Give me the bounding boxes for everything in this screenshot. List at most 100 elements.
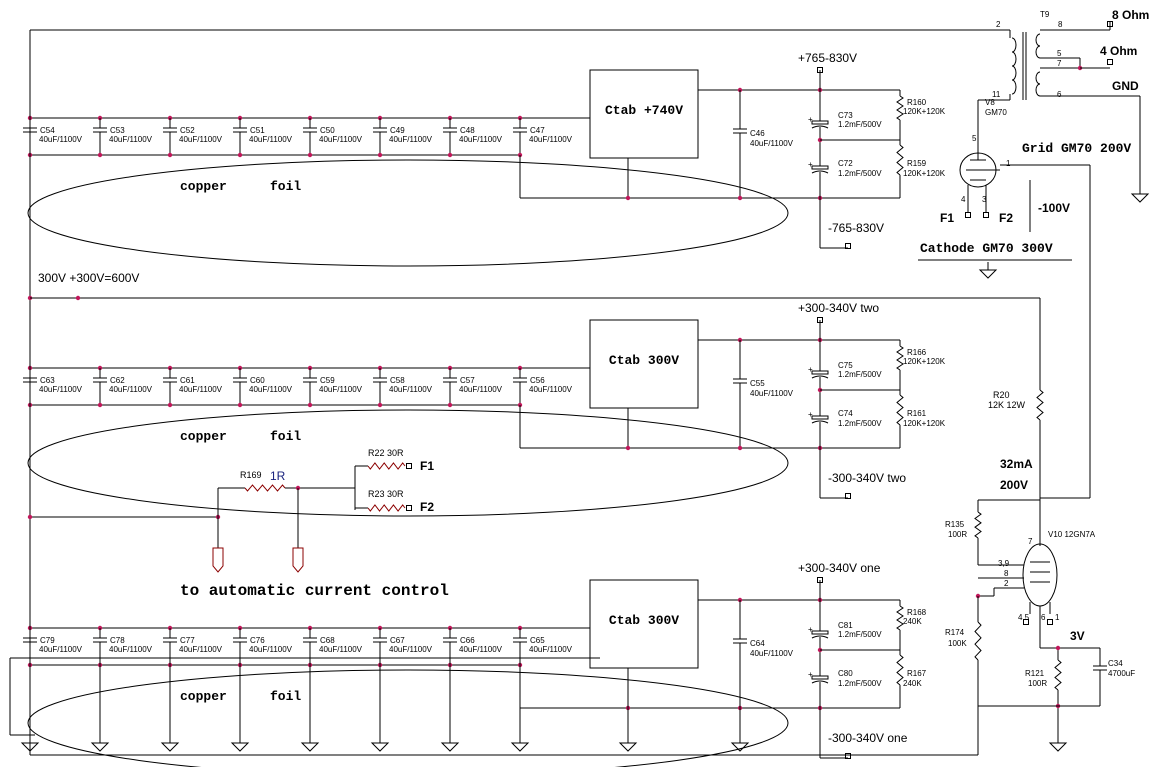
cap-value: 40uF/1100V	[179, 385, 223, 394]
r169-value: 1R	[270, 469, 286, 483]
resistor	[896, 654, 904, 686]
junction-dot	[97, 152, 103, 158]
r121-label: R121	[1025, 669, 1045, 678]
tube-pin: 4	[961, 195, 966, 204]
cap-value: 40uF/1100V	[179, 135, 223, 144]
junction-dot	[447, 402, 453, 408]
terminal	[983, 212, 989, 218]
resistor	[367, 462, 406, 470]
cap-name: C67	[390, 636, 405, 645]
res-value: 120K+120K	[903, 169, 946, 178]
resistor	[896, 95, 904, 121]
cap-value: 40uF/1100V	[750, 139, 794, 148]
cap-value: 40uF/1100V	[389, 645, 433, 654]
copper-foil-ellipse	[27, 409, 789, 517]
pin-label: 11	[992, 90, 1001, 99]
pin-label: 6	[1057, 90, 1062, 99]
acc-label: to automatic current control	[180, 582, 449, 600]
foil-label: copper	[180, 179, 227, 194]
pin-label: 2	[996, 20, 1001, 29]
copper-foil-ellipse	[27, 159, 789, 267]
ground-symbol	[730, 742, 750, 752]
cap-name: C57	[460, 376, 475, 385]
junction-dot	[377, 152, 383, 158]
elec-plate	[811, 420, 829, 424]
r135-value: 100R	[948, 530, 967, 539]
terminal	[817, 67, 823, 73]
cap-value: 40uF/1100V	[459, 645, 503, 654]
cap-value: 40uF/1100V	[319, 135, 363, 144]
cap-value: 40uF/1100V	[39, 385, 83, 394]
cathode-label: Cathode GM70 300V	[920, 241, 1053, 256]
plus-sign: +	[808, 410, 813, 419]
resistor	[367, 504, 406, 512]
ctab-box	[589, 319, 699, 409]
cap-name: C53	[110, 126, 125, 135]
ctab-box	[589, 579, 699, 669]
ctab-label: Ctab 300V	[609, 353, 679, 368]
junction-dot	[97, 402, 103, 408]
transformer-winding	[1011, 65, 1017, 81]
terminal	[406, 463, 412, 469]
cap-name: C76	[250, 636, 265, 645]
foil-label: copper	[180, 429, 227, 444]
ground-symbol	[160, 742, 180, 752]
cap-value: 1.2mF/500V	[838, 679, 882, 688]
tap-4ohm: 4 Ohm	[1100, 44, 1137, 58]
cap-value: 40uF/1100V	[529, 645, 573, 654]
cap-name: C60	[250, 376, 265, 385]
resistor	[1036, 389, 1044, 421]
tap-gnd: GND	[1112, 79, 1139, 93]
v10-pin: 6	[1041, 613, 1046, 622]
v3-label: 3V	[1070, 629, 1085, 643]
junction-dot	[167, 402, 173, 408]
transformer-label: T9	[1040, 10, 1050, 19]
ground-symbol	[510, 742, 530, 752]
tube-f2: F2	[999, 211, 1013, 225]
tube-pin: 1	[1006, 159, 1011, 168]
elec-plate	[811, 680, 829, 684]
cap-value: 40uF/1100V	[109, 645, 153, 654]
cap-value: 1.2mF/500V	[838, 630, 882, 639]
elec-plate	[811, 125, 829, 129]
supply-label: 300V +300V=600V	[38, 271, 139, 285]
junction-dot	[167, 152, 173, 158]
terminal	[817, 317, 823, 323]
foil-label: foil	[270, 179, 301, 194]
copper-foil-ellipse	[27, 669, 789, 767]
res-value: 120K+120K	[903, 107, 946, 116]
elec-plate	[811, 370, 829, 375]
terminal	[1107, 59, 1113, 65]
junction-dot	[307, 152, 313, 158]
junction-dot	[307, 402, 313, 408]
cap-value: 40uF/1100V	[249, 135, 293, 144]
r22-label: R22 30R	[368, 448, 404, 458]
cap-value: 40uF/1100V	[529, 385, 573, 394]
junction-dot	[625, 445, 631, 451]
plus-sign: +	[808, 365, 813, 374]
res-value: 120K+120K	[903, 357, 946, 366]
terminal	[817, 577, 823, 583]
cap-name: C50	[320, 126, 335, 135]
cap-name: C66	[460, 636, 475, 645]
ground-symbol	[230, 742, 250, 752]
terminal	[845, 243, 851, 249]
ground-symbol	[618, 742, 638, 752]
resistor	[896, 345, 904, 371]
junction-dot	[1055, 645, 1061, 651]
terminal	[1047, 619, 1053, 625]
ctab-box	[589, 69, 699, 159]
cap-value: 1.2mF/500V	[838, 120, 882, 129]
ctab-label: Ctab +740V	[605, 103, 683, 118]
cap-name: C68	[320, 636, 335, 645]
cap-name: C65	[530, 636, 545, 645]
plus-sign: +	[808, 670, 813, 679]
res-name: R166	[907, 348, 927, 357]
cap-value: 40uF/1100V	[39, 135, 83, 144]
cap-value: 40uF/1100V	[319, 645, 363, 654]
tube-f1: F1	[940, 211, 954, 225]
v10-pin: 4,5	[1018, 613, 1030, 622]
transformer-winding	[1011, 51, 1017, 67]
cap-value: 40uF/1100V	[389, 135, 433, 144]
cap-name: C81	[838, 621, 853, 630]
